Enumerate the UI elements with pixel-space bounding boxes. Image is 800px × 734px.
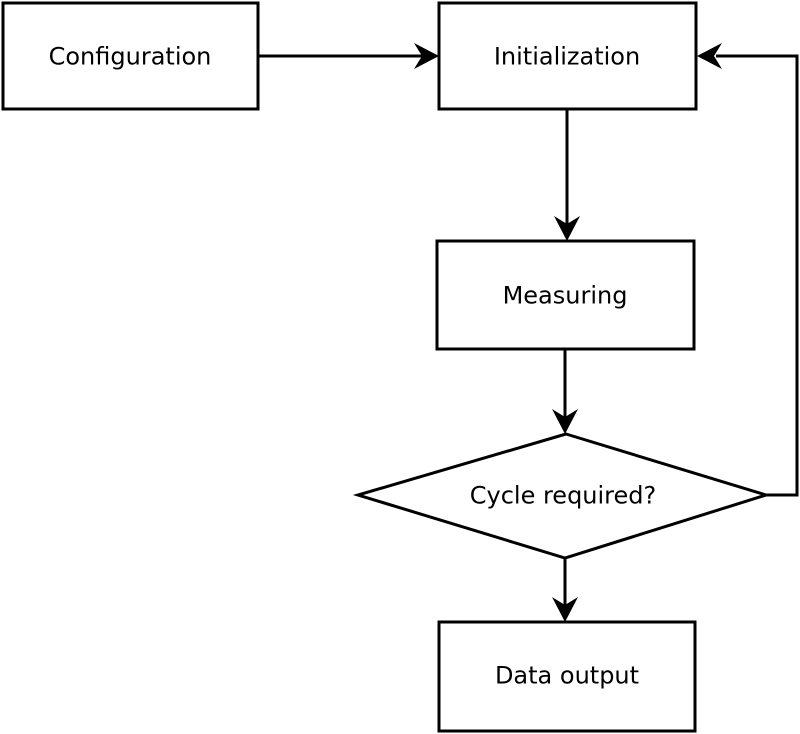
cycle-required-label: Cycle required? <box>469 481 657 510</box>
measuring-box <box>435 239 696 351</box>
arrowhead-into-cycle-required <box>552 409 578 434</box>
measuring-label: Measuring <box>502 281 628 310</box>
data-output-label: Data output <box>494 661 640 690</box>
cycle-required-diamond <box>352 432 772 560</box>
arrowhead-into-initialization-right <box>697 43 722 69</box>
data-output-box <box>437 620 697 733</box>
initialization-box <box>437 1 698 111</box>
arrowhead-into-initialization-left <box>414 43 439 69</box>
configuration-box <box>1 1 260 111</box>
arrowhead-into-measuring <box>554 216 580 241</box>
edge-cycle-required-to-initialization-loop <box>716 54 799 497</box>
configuration-label: Configuration <box>48 42 212 71</box>
initialization-label: Initialization <box>493 42 641 71</box>
arrowhead-into-data-output <box>552 597 578 622</box>
